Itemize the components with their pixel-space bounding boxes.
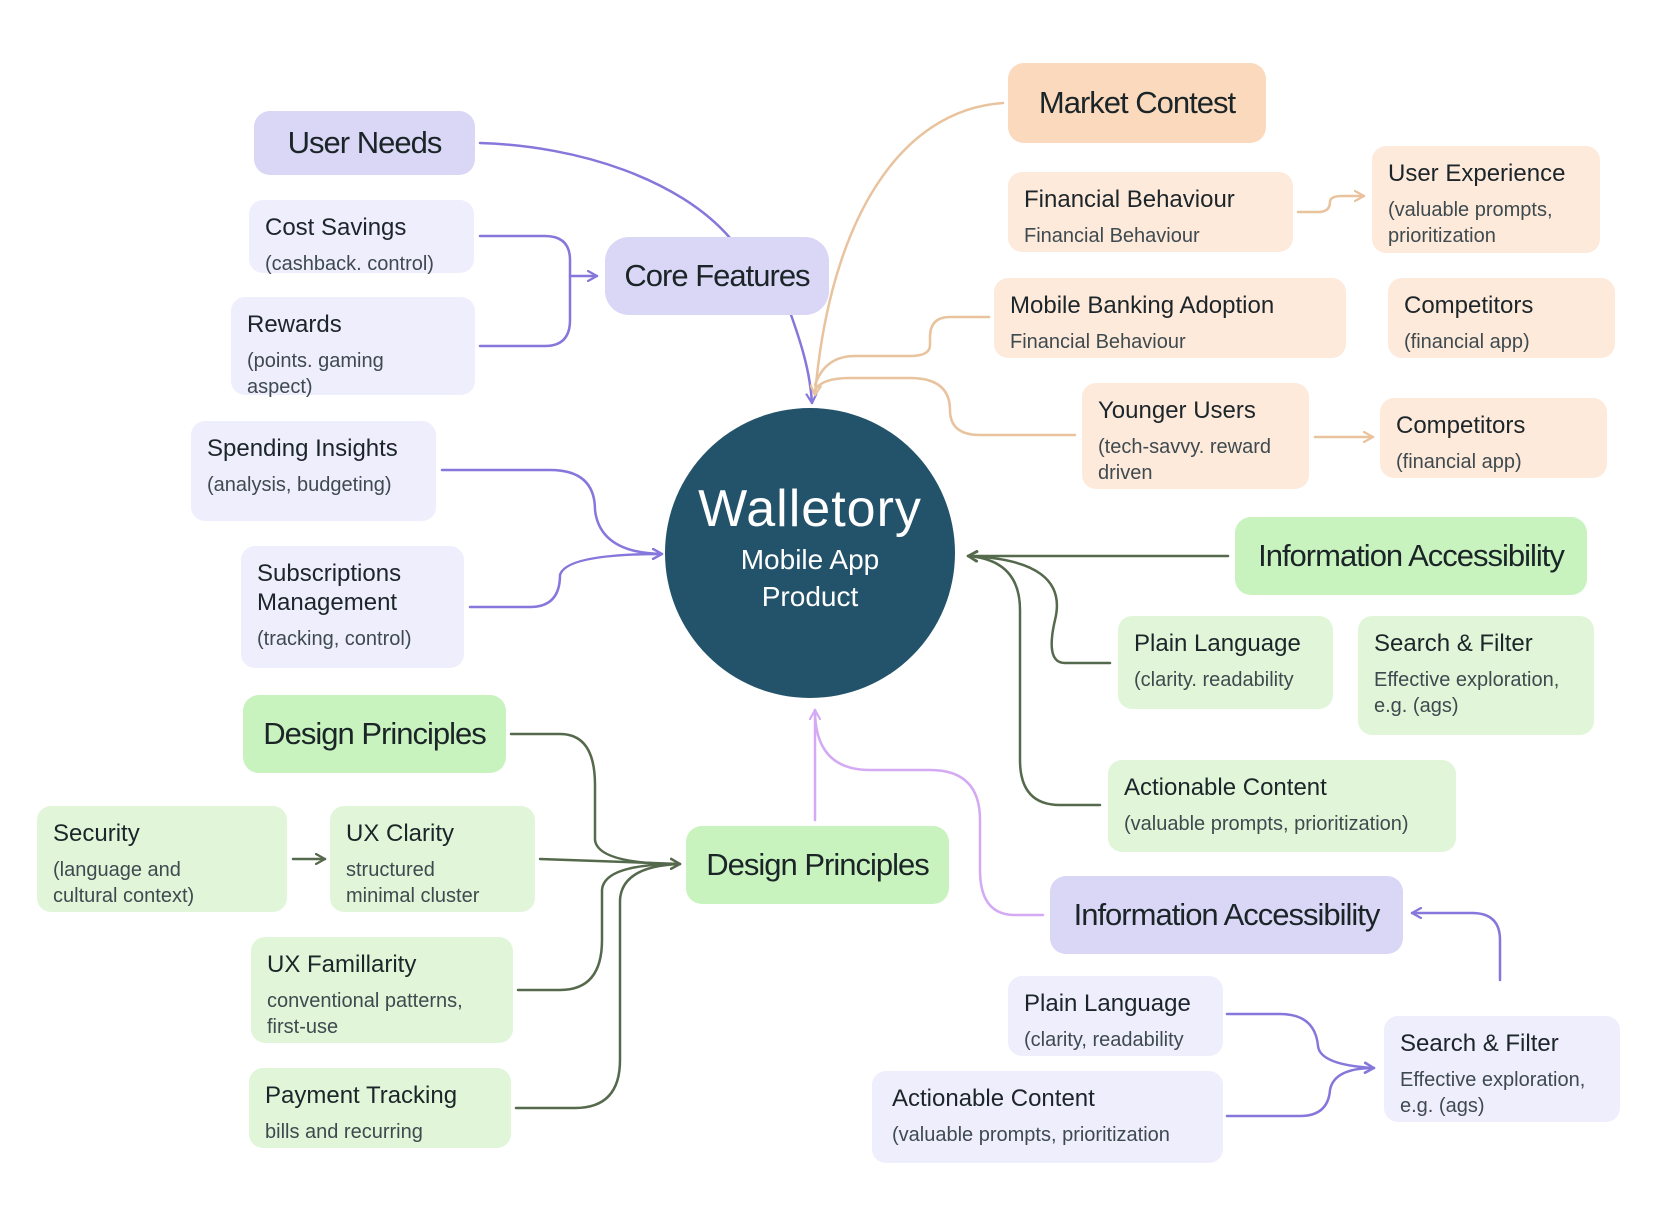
search-filter-purple-title: Search & Filter	[1400, 1030, 1559, 1057]
competitors-node-1: Competitors (financial app)	[1388, 278, 1615, 358]
financial-behaviour-title: Financial Behaviour	[1024, 186, 1235, 213]
actionable-green-node: Actionable Content (valuable prompts, pr…	[1108, 760, 1456, 852]
info-accessibility-green-header: Information Accessibility	[1235, 517, 1587, 595]
spending-insights-title: Spending Insights	[207, 435, 398, 462]
spending-insights-node: Spending Insights (analysis, budgeting)	[191, 421, 436, 521]
market-contest-header: Market Contest	[1008, 63, 1266, 143]
younger-users-sub: (tech-savvy. reward driven	[1098, 435, 1272, 484]
younger-users-node: Younger Users (tech-savvy. reward driven	[1082, 383, 1309, 489]
market-connectors	[815, 101, 1375, 437]
younger-users-title: Younger Users	[1098, 397, 1256, 424]
payment-tracking-node: Payment Tracking bills and recurring	[249, 1068, 511, 1148]
actionable-purple-title: Actionable Content	[892, 1085, 1095, 1112]
search-filter-green-node: Search & Filter Effective exploration, e…	[1358, 616, 1594, 735]
plain-language-purple-sub: (clarity, readability	[1024, 1028, 1184, 1051]
competitors-2-title: Competitors	[1396, 412, 1526, 439]
competitors-node-2: Competitors (financial app)	[1380, 398, 1607, 478]
search-filter-purple-sub: Effective exploration, e.g. (ags)	[1400, 1068, 1586, 1117]
actionable-purple-sub: (valuable prompts, prioritization	[892, 1123, 1170, 1146]
design-principles-main-header: Design Principles	[686, 826, 949, 904]
hub-title: Walletory	[698, 480, 922, 539]
financial-behaviour-sub: Financial Behaviour	[1024, 224, 1200, 247]
actionable-green-sub: (valuable prompts, prioritization)	[1124, 812, 1409, 835]
mobile-banking-node: Mobile Banking Adoption Financial Behavi…	[994, 278, 1346, 358]
mobile-banking-sub: Financial Behaviour	[1010, 330, 1186, 353]
subscriptions-node: Subscriptions Management (tracking, cont…	[241, 546, 464, 668]
competitors-2-sub: (financial app)	[1396, 450, 1522, 473]
hub-subtitle-line2: Product	[761, 581, 859, 612]
rewards-node: Rewards (points. gaming aspect)	[231, 297, 475, 398]
security-sub: (language and cultural context)	[53, 858, 195, 907]
security-title: Security	[53, 820, 140, 847]
plain-language-purple-node: Plain Language (clarity, readability	[1008, 976, 1223, 1056]
search-filter-green-title: Search & Filter	[1374, 630, 1533, 657]
subscriptions-title: Subscriptions Management	[257, 560, 402, 616]
competitors-1-title: Competitors	[1404, 292, 1534, 319]
user-experience-sub: (valuable prompts, prioritization	[1388, 198, 1553, 247]
search-filter-purple-node: Search & Filter Effective exploration, e…	[1384, 1016, 1620, 1122]
ux-clarity-title: UX Clarity	[346, 820, 455, 847]
spending-insights-sub: (analysis, budgeting)	[207, 473, 392, 496]
plain-language-green-sub: (clarity. readability	[1134, 668, 1294, 691]
actionable-green-title: Actionable Content	[1124, 774, 1327, 801]
cost-savings-title: Cost Savings	[265, 214, 407, 241]
plain-language-green-title: Plain Language	[1134, 630, 1301, 657]
user-needs-header: User Needs	[254, 111, 475, 175]
plain-language-purple-title: Plain Language	[1024, 990, 1191, 1017]
ux-familiarity-sub: conventional patterns, first-use	[267, 989, 463, 1038]
hub-subtitle-line1: Mobile App	[740, 544, 880, 576]
ux-clarity-sub: structured minimal cluster	[346, 858, 480, 907]
ux-clarity-node: UX Clarity structured minimal cluster	[330, 806, 535, 912]
actionable-purple-node: Actionable Content (valuable prompts, pr…	[872, 1071, 1223, 1163]
ux-familiarity-title: UX Famillarity	[267, 951, 417, 978]
info-purple-connectors	[815, 708, 1045, 917]
rewards-sub: (points. gaming aspect)	[247, 349, 384, 398]
mobile-banking-title: Mobile Banking Adoption	[1010, 292, 1275, 319]
ux-familiarity-node: UX Famillarity conventional patterns, fi…	[251, 937, 513, 1043]
payment-tracking-title: Payment Tracking	[265, 1082, 458, 1109]
info-accessibility-purple-header: Information Accessibility	[1050, 876, 1403, 954]
user-experience-title: User Experience	[1388, 160, 1566, 187]
rewards-title: Rewards	[247, 311, 342, 338]
search-filter-green-sub: Effective exploration, e.g. (ags)	[1374, 668, 1560, 717]
payment-tracking-sub: bills and recurring	[265, 1120, 423, 1143]
subscriptions-sub: (tracking, control)	[257, 627, 412, 650]
user-needs-connectors	[440, 141, 1502, 1118]
plain-language-green-node: Plain Language (clarity. readability	[1118, 616, 1333, 709]
core-features-header: Core Features	[605, 237, 829, 315]
competitors-1-sub: (financial app)	[1404, 330, 1530, 353]
user-experience-node: User Experience (valuable prompts, prior…	[1372, 146, 1600, 253]
green-connectors	[291, 556, 1230, 1110]
cost-savings-node: Cost Savings (cashback. control)	[249, 200, 474, 275]
financial-behaviour-node: Financial Behaviour Financial Behaviour	[1008, 172, 1293, 252]
security-node: Security (language and cultural context)	[37, 806, 287, 912]
walletory-hub: Walletory Mobile App Product	[665, 408, 955, 698]
design-principles-top-header: Design Principles	[243, 695, 506, 773]
cost-savings-sub: (cashback. control)	[265, 252, 434, 275]
